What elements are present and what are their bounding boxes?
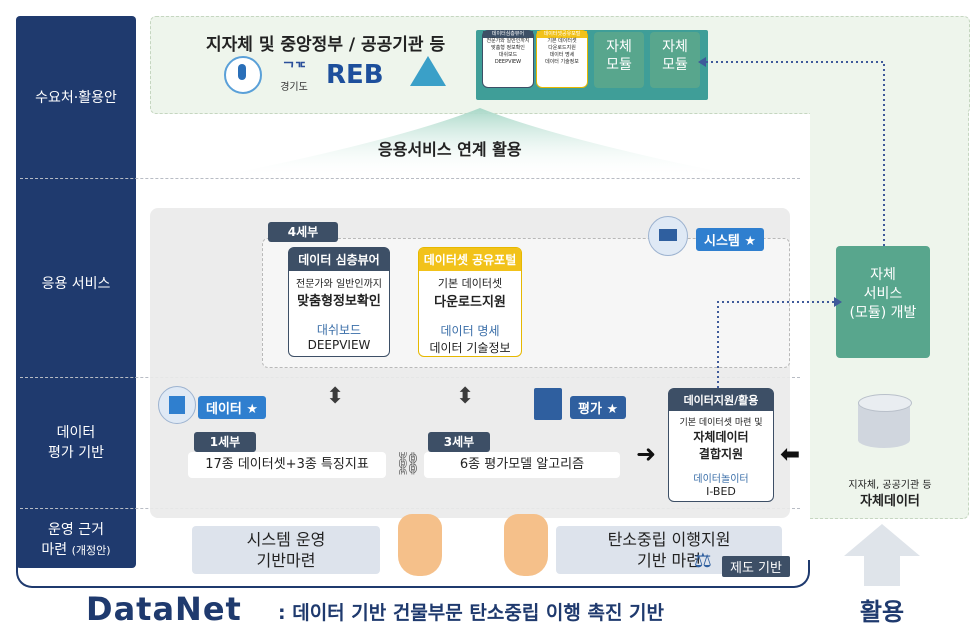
updown-arrow-icon: ⬍ (326, 384, 345, 409)
row-sidebar (16, 16, 136, 568)
bracket-line (16, 560, 810, 588)
right-arrow-icon: ➜ (636, 440, 657, 468)
link-chain-icon: ⛓ (394, 452, 422, 477)
left-arrow-icon: ⬅ (780, 440, 801, 468)
data-icon (158, 386, 196, 424)
card-portal: 데이터셋 공유포털 기본 데이터셋 다운로드지원 데이터 명세 데이터 기술정보 (418, 247, 522, 357)
system-icon (648, 216, 688, 256)
use-label: 활용 (859, 598, 905, 626)
database-icon (858, 394, 912, 454)
eval-icon (534, 388, 562, 420)
demand-title: 지자체 및 중앙정부 / 공공기관 등 (206, 35, 446, 55)
box-models: 6종 평가모델 알고리즘 (424, 452, 620, 478)
gyeonggi-logo: ᄀᄀᄃ 경기도 (280, 61, 308, 93)
reb-mark-icon (410, 56, 446, 86)
updown-arrow-icon: ⬍ (456, 384, 475, 409)
link-arrow-shape (210, 108, 750, 178)
row-label-ops: 운영 근거 마련 (개정안) (41, 522, 111, 558)
footer-text: : 데이터 기반 건물부문 탄소중립 이행 촉진 기반 (278, 602, 665, 624)
card-deepview: 데이터 심층뷰어 전문가와 일반인까지 맞춤형정보확인 대쉬보드 DEEPVIE… (288, 247, 390, 357)
db-sub: 지자체, 공공기관 등 (848, 480, 932, 491)
hand-right-icon (504, 514, 548, 576)
eval-badge: 평가 ★ (570, 396, 627, 419)
row-divider (20, 178, 800, 179)
use-up-arrow-icon (844, 524, 920, 586)
brand-title: DataNet (86, 590, 242, 628)
system-badge: 시스템 ★ (696, 228, 765, 251)
gavel-icon: ⚖ (694, 548, 712, 572)
box-datasets: 17종 데이터셋+3종 특징지표 (188, 452, 386, 478)
row-label-demand: 수요처·활용안 (35, 90, 117, 106)
reb-logo: REB (326, 60, 384, 90)
db-main: 자체데이터 (860, 494, 920, 509)
tag-1: 1세부 (194, 432, 256, 452)
law-badge: 제도 기반 (722, 556, 790, 577)
mini-card-portal: 데이터셋공유포털 기본 데이터셋 다운로드지원 데이터 명세 데이터 기술정보 (536, 30, 588, 88)
mini-card-deepview: 데이터심층뷰어 전문가와 일반인까지 맞춤형 정보확인 대쉬보드 DEEPVIE… (482, 30, 534, 88)
data-badge: 데이터 ★ (198, 396, 267, 419)
link-label: 응용서비스 연계 활용 (378, 140, 522, 159)
seal-logo-icon (224, 56, 262, 94)
hand-left-icon (398, 514, 442, 576)
tag-3: 3세부 (428, 432, 490, 452)
row-label-app-service: 응용 서비스 (41, 276, 111, 292)
tag-4: 4세부 (268, 222, 338, 242)
card-data-support: 데이터지원/활용 기본 데이터셋 마련 및 자체데이터 결합지원 데이터놀이터 … (668, 388, 774, 502)
